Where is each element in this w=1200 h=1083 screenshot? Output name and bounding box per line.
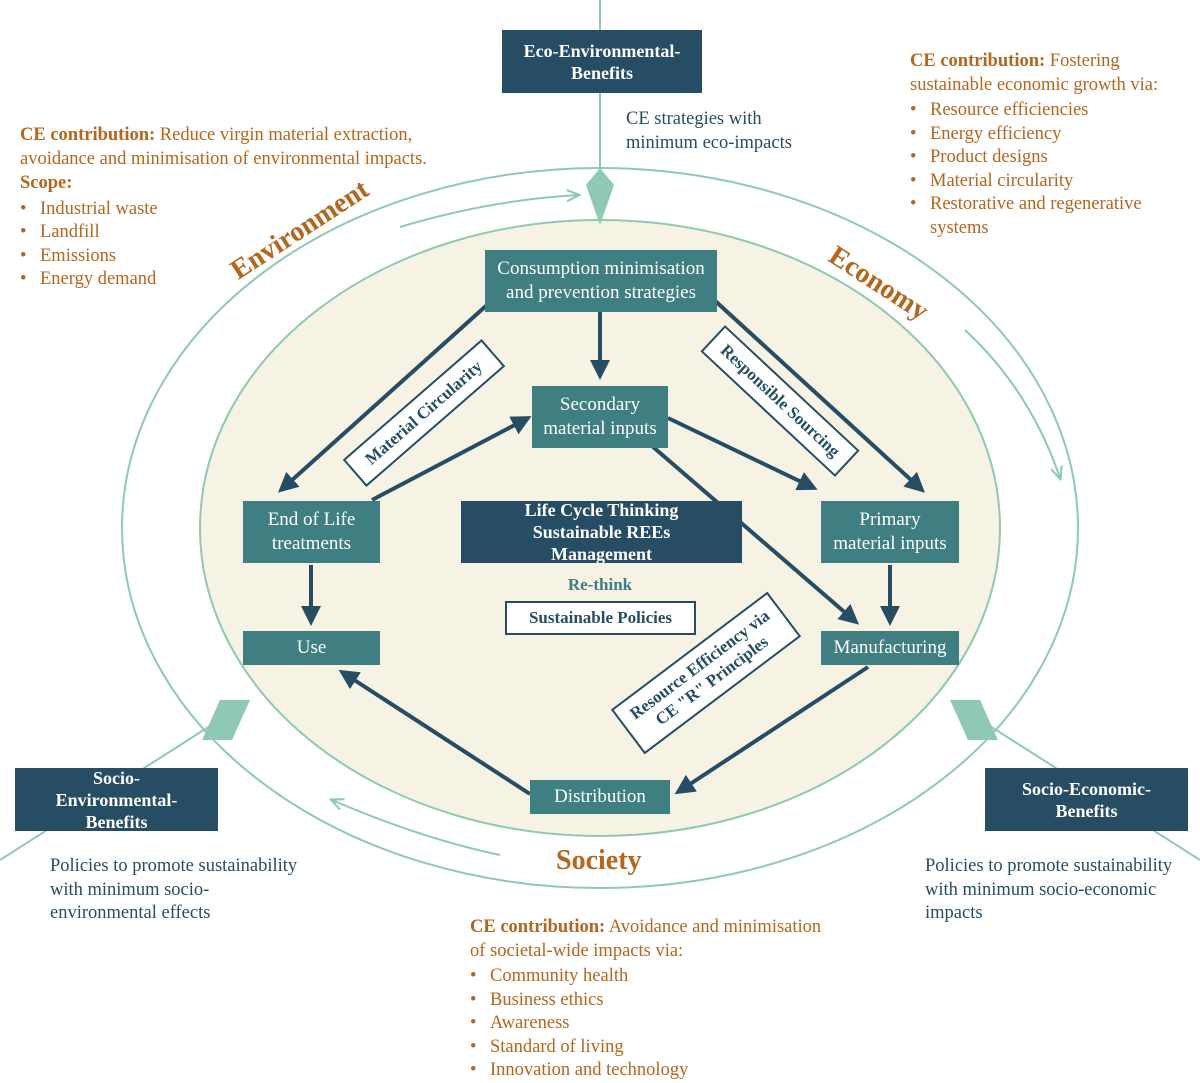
sustainable-policies-box: Sustainable Policies — [505, 601, 696, 635]
cycle-arrow-right — [964, 329, 1060, 478]
list-item: Material circularity — [910, 170, 1195, 194]
environment-contribution-label: CE contribution: — [20, 125, 156, 145]
environment-contribution-text: Reduce virgin material extraction, avoid… — [20, 125, 427, 169]
primary-inputs-node: Primary material inputs — [821, 501, 959, 563]
consumption-node: Consumption minimisation and prevention … — [485, 250, 717, 312]
socio-environmental-benefits-box: Socio-Environmental-Benefits — [15, 767, 218, 832]
socio-environmental-benefit-note: Policies to promote sustainability with … — [50, 856, 298, 923]
eco-benefit-note: CE strategies with minimum eco-impacts — [626, 109, 792, 153]
arrow-consumption-to-primary — [710, 296, 925, 493]
list-item: Resource efficiencies — [910, 99, 1195, 123]
distribution-node-label: Distribution — [554, 786, 646, 807]
list-item: Emissions — [20, 245, 490, 269]
society-label: Society — [556, 845, 642, 876]
list-item: Energy demand — [20, 268, 490, 292]
eco-environmental-benefits-label: Eco-Environmental-Benefits — [523, 40, 681, 83]
economy-contribution: CE contribution: Fostering sustainable e… — [910, 50, 1195, 240]
primary-inputs-node-label: Primary material inputs — [833, 509, 947, 554]
arrow-secondary-to-manufacturing — [650, 444, 860, 625]
consumption-node-label: Consumption minimisation and prevention … — [497, 258, 705, 303]
manufacturing-node-label: Manufacturing — [833, 637, 947, 658]
sustainable-policies-label: Sustainable Policies — [528, 608, 673, 627]
arrow-distribution-to-use — [338, 669, 532, 796]
diamond-right — [950, 700, 998, 740]
scope-label: Scope: — [20, 173, 73, 193]
socio-economic-benefits-label: Socio-Economic-Benefits — [1022, 778, 1151, 821]
arrow-consumption-to-eol — [278, 303, 489, 493]
list-item: Industrial waste — [20, 198, 490, 222]
cycle-arrow-bottom — [332, 800, 501, 856]
diamond-left — [202, 700, 250, 740]
socio-economic-benefits-box: Socio-Economic-Benefits — [985, 768, 1188, 831]
life-cycle-thinking-box: Life Cycle Thinking Sustainable REEs Man… — [461, 500, 742, 564]
arrow-eol-to-secondary — [371, 416, 532, 502]
economy-contribution-text: Fostering sustainable economic growth vi… — [910, 51, 1159, 95]
secondary-inputs-node: Secondary material inputs — [532, 386, 668, 448]
secondary-inputs-node-label: Secondary material inputs — [543, 394, 657, 439]
arrow-manufacturing-to-distribution — [674, 665, 870, 795]
use-node: Use — [243, 631, 380, 665]
list-item: Innovation and technology — [470, 1059, 840, 1083]
life-cycle-thinking-label: Life Cycle Thinking Sustainable REEs Man… — [524, 500, 679, 564]
list-item: Standard of living — [470, 1036, 840, 1060]
diamond-top — [586, 168, 614, 225]
arrow-secondary-to-primary — [667, 416, 818, 491]
environment-scope-list: Industrial waste Landfill Emissions Ener… — [20, 198, 490, 292]
society-contribution-text: Avoidance and minimisation of societal-w… — [470, 917, 822, 961]
list-item: Business ethics — [470, 989, 840, 1013]
use-node-label: Use — [296, 637, 327, 658]
economy-contribution-label: CE contribution: — [910, 51, 1046, 71]
list-item: Energy efficiency — [910, 123, 1195, 147]
rethink-label: Re-think — [567, 575, 633, 594]
socio-environmental-benefits-label: Socio-Environmental-Benefits — [55, 767, 178, 832]
eco-environmental-benefits-box: Eco-Environmental-Benefits — [502, 30, 702, 93]
environment-contribution: CE contribution: Reduce virgin material … — [20, 124, 490, 292]
society-list: Community health Business ethics Awarene… — [470, 965, 840, 1083]
list-item: Restorative and regenerative systems — [910, 193, 1195, 240]
distribution-node: Distribution — [530, 780, 670, 814]
society-contribution: CE contribution: Avoidance and minimisat… — [470, 916, 840, 1083]
list-item: Landfill — [20, 221, 490, 245]
economy-list: Resource efficiencies Energy efficiency … — [910, 99, 1195, 240]
list-item: Awareness — [470, 1012, 840, 1036]
end-of-life-node-label: End of Life treatments — [267, 509, 356, 554]
society-contribution-label: CE contribution: — [470, 917, 606, 937]
manufacturing-node: Manufacturing — [821, 631, 959, 665]
list-item: Community health — [470, 965, 840, 989]
end-of-life-node: End of Life treatments — [243, 501, 380, 563]
list-item: Product designs — [910, 146, 1195, 170]
socio-economic-benefit-note: Policies to promote sustainability with … — [925, 856, 1173, 923]
